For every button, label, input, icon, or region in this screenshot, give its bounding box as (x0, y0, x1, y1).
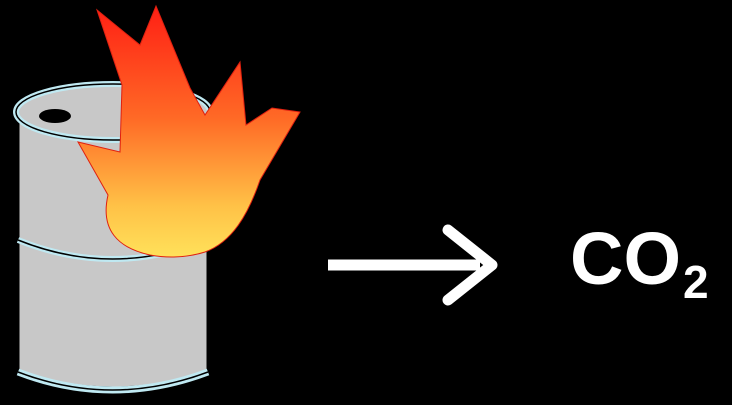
right-arrow-icon (328, 230, 492, 300)
co2-formula: CO2 (570, 222, 709, 296)
formula-subscript: 2 (683, 256, 709, 308)
formula-main: CO (570, 217, 681, 300)
